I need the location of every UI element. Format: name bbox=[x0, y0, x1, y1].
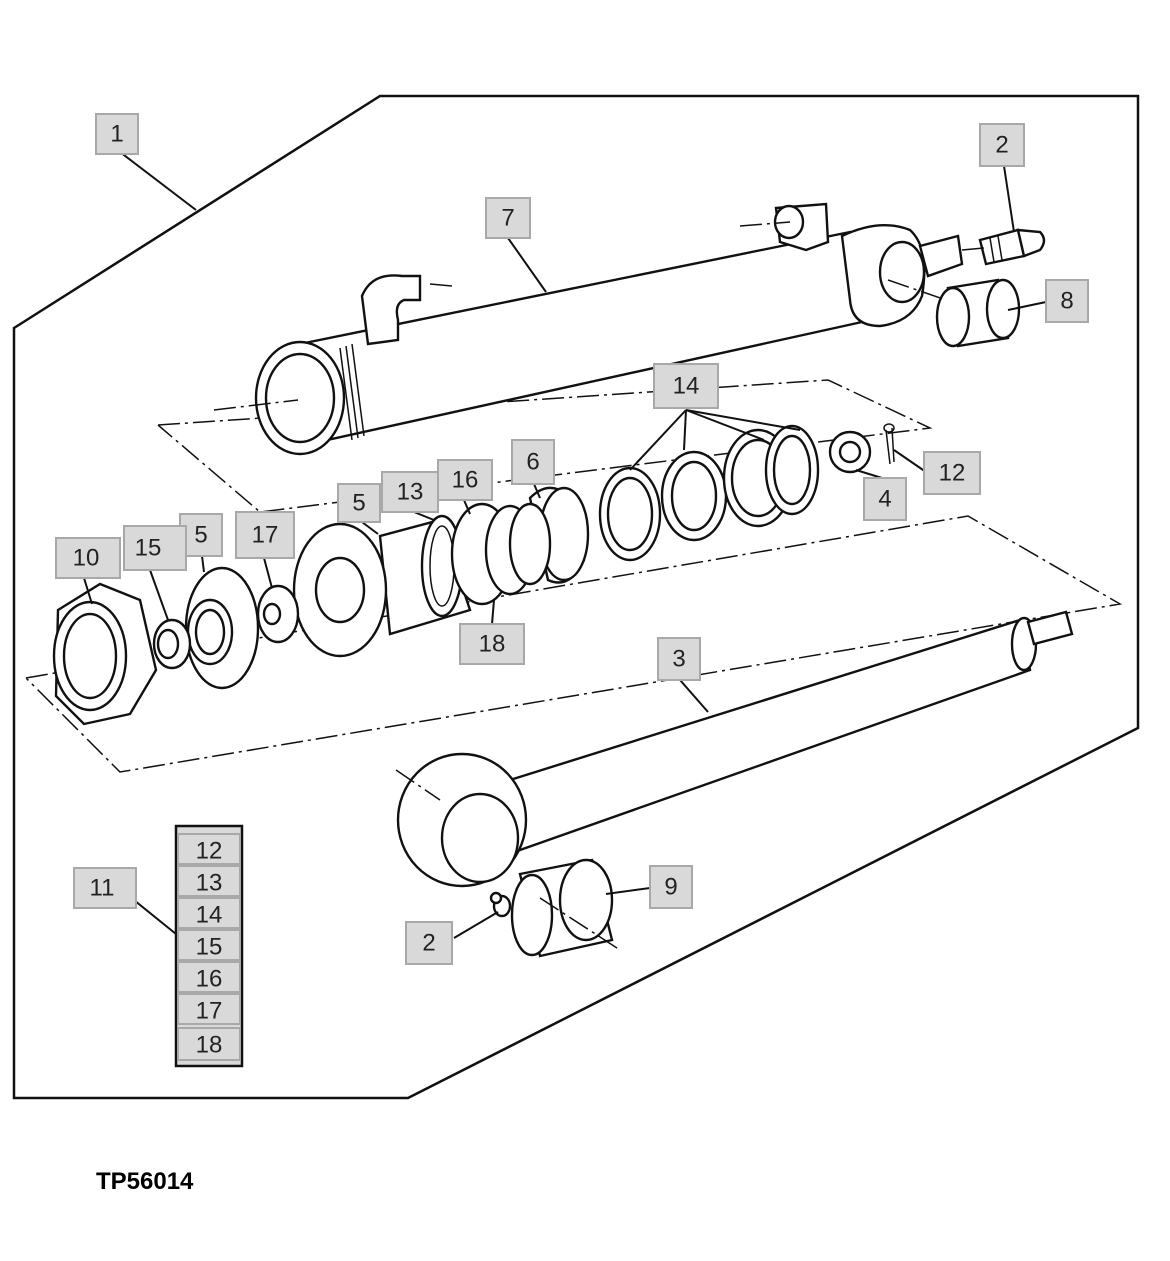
callout-17: 17 bbox=[235, 511, 295, 559]
svg-text:15: 15 bbox=[135, 535, 162, 562]
piston-group-outline bbox=[25, 515, 1123, 773]
callout-13: 13 bbox=[381, 471, 439, 513]
svg-text:16: 16 bbox=[452, 467, 479, 494]
svg-text:13: 13 bbox=[397, 479, 424, 506]
callout-6: 6 bbox=[511, 439, 555, 485]
callout-18: 18 bbox=[459, 623, 525, 665]
gland-nut bbox=[52, 582, 158, 726]
piston-rod bbox=[395, 610, 1074, 888]
piston-rings bbox=[450, 502, 552, 606]
svg-text:10: 10 bbox=[73, 545, 100, 572]
svg-text:9: 9 bbox=[664, 874, 677, 901]
callout-8: 8 bbox=[1045, 279, 1089, 323]
callout-9: 9 bbox=[649, 865, 693, 909]
gland-fitting bbox=[152, 618, 192, 670]
svg-text:12: 12 bbox=[939, 460, 966, 487]
svg-text:4: 4 bbox=[878, 486, 891, 513]
kit-item-14: 14 bbox=[196, 902, 223, 929]
callout-5-piston: 5 bbox=[337, 483, 381, 523]
kit-list: 12 13 14 15 16 17 18 bbox=[174, 824, 244, 1068]
leader-lines bbox=[83, 151, 1047, 939]
kit-item-17: 17 bbox=[196, 998, 223, 1025]
svg-text:18: 18 bbox=[479, 631, 506, 658]
svg-text:2: 2 bbox=[995, 132, 1008, 159]
svg-text:11: 11 bbox=[90, 875, 115, 902]
callout-7: 7 bbox=[485, 197, 531, 239]
callout-16: 16 bbox=[437, 459, 493, 501]
svg-text:6: 6 bbox=[526, 449, 539, 476]
svg-text:17: 17 bbox=[252, 522, 279, 549]
callout-10: 10 bbox=[55, 537, 121, 579]
cotter-pin bbox=[883, 423, 895, 465]
kit-item-12: 12 bbox=[196, 838, 223, 865]
svg-text:7: 7 bbox=[501, 205, 514, 232]
svg-text:5: 5 bbox=[194, 522, 207, 549]
kit-item-16: 16 bbox=[196, 966, 223, 993]
callout-11: 11 bbox=[73, 867, 137, 909]
callout-4: 4 bbox=[863, 477, 907, 521]
svg-text:2: 2 bbox=[422, 930, 435, 957]
seal-group-outline bbox=[157, 379, 933, 513]
callout-1: 1 bbox=[95, 113, 139, 155]
callout-3: 3 bbox=[657, 637, 701, 681]
callout-15: 15 bbox=[123, 525, 187, 571]
svg-text:3: 3 bbox=[672, 646, 685, 673]
svg-text:1: 1 bbox=[110, 121, 123, 148]
washer bbox=[256, 584, 300, 644]
seal-set bbox=[598, 424, 820, 562]
gland bbox=[184, 566, 260, 690]
svg-text:14: 14 bbox=[673, 373, 700, 400]
kit-item-18: 18 bbox=[196, 1032, 223, 1059]
bushing-bottom bbox=[510, 858, 621, 958]
svg-text:8: 8 bbox=[1060, 288, 1073, 315]
callout-2-bottom: 2 bbox=[405, 921, 453, 965]
kit-item-13: 13 bbox=[196, 870, 223, 897]
kit-item-15: 15 bbox=[196, 934, 223, 961]
callout-14: 14 bbox=[653, 363, 719, 409]
castle-nut bbox=[828, 430, 872, 474]
figure-id: TP56014 bbox=[96, 1168, 194, 1195]
grease-fitting-top bbox=[961, 228, 1046, 266]
grease-fitting-bottom bbox=[489, 891, 512, 918]
bushing-top bbox=[935, 278, 1021, 348]
callout-12: 12 bbox=[923, 451, 981, 495]
svg-text:5: 5 bbox=[352, 490, 365, 517]
cylinder-barrel bbox=[213, 202, 1011, 456]
callout-2-top: 2 bbox=[979, 123, 1025, 167]
assembly-outline bbox=[12, 94, 1140, 1100]
